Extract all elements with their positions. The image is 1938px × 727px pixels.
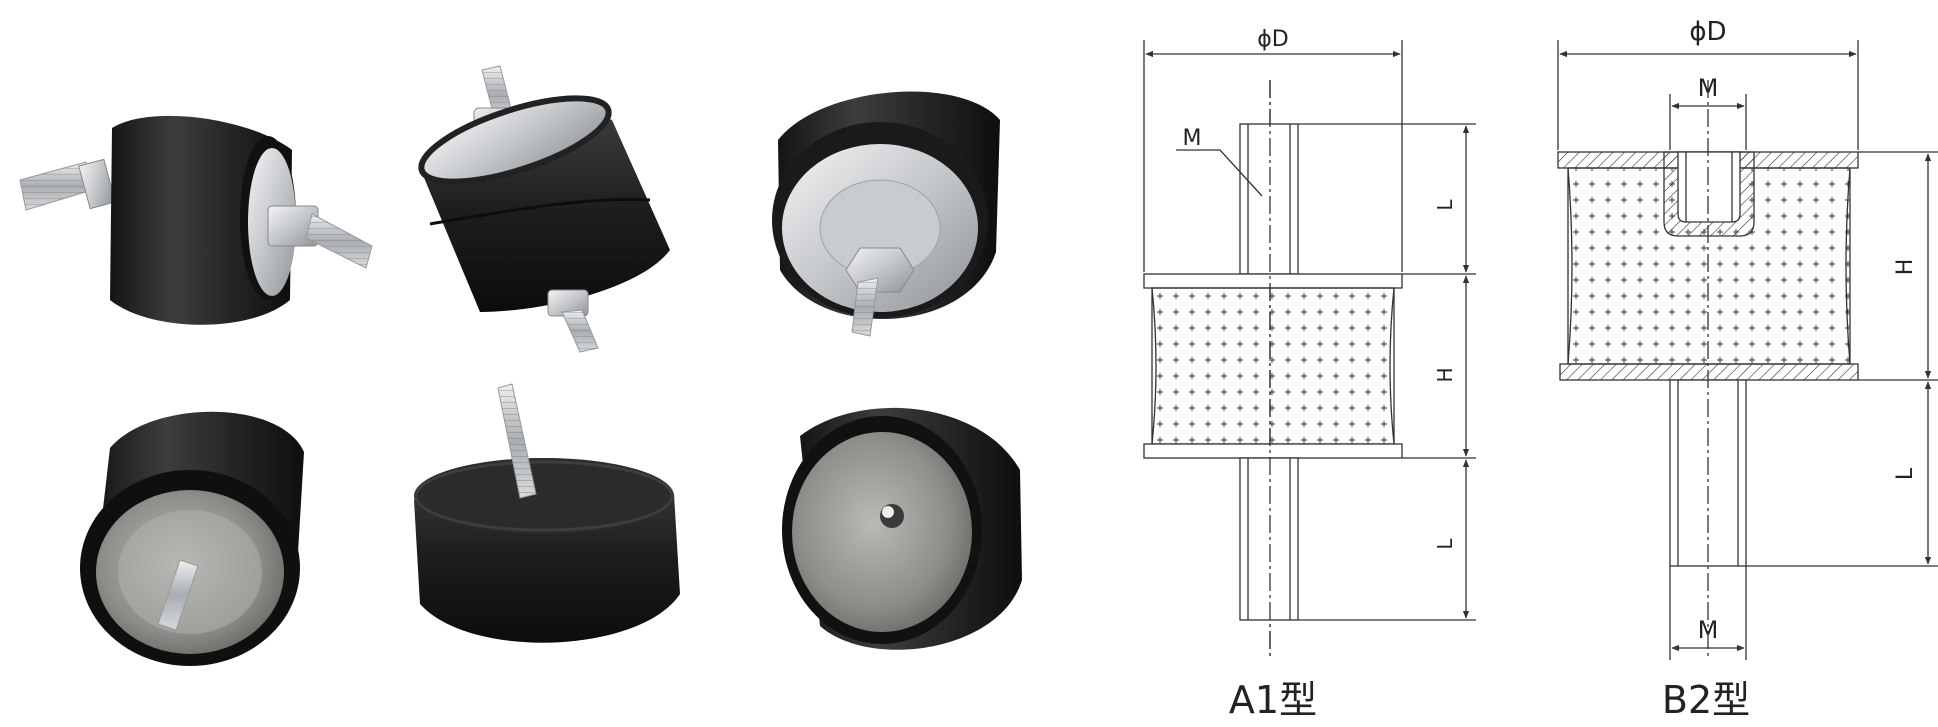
- a1-length-bottom-label: L: [1433, 538, 1457, 550]
- photo-male-stud-mount-top: [414, 383, 680, 643]
- b2-length-label: L: [1893, 467, 1918, 480]
- diagram-a1: [1143, 40, 1476, 660]
- diagram-b2: [1557, 40, 1938, 660]
- b2-thread-bottom-label: M: [1698, 616, 1719, 644]
- photo-double-stud-mount-angled: [418, 65, 670, 353]
- a1-height-label: H: [1433, 367, 1457, 382]
- b2-diameter-label: ϕD: [1689, 17, 1726, 47]
- b2-caption: B2型: [1662, 678, 1750, 722]
- photo-male-stud-mount-bottom: [80, 411, 304, 666]
- a1-length-top-label: L: [1433, 199, 1457, 211]
- a1-diameter-label: ϕD: [1257, 27, 1288, 52]
- b2-thread-top-label: M: [1698, 74, 1719, 102]
- a1-caption: A1型: [1229, 678, 1317, 722]
- photo-single-stud-mount-face: [772, 91, 1000, 337]
- photo-double-stud-mount-side: [19, 115, 373, 325]
- photo-female-thread-mount: [782, 407, 1022, 650]
- b2-height-label: H: [1893, 259, 1918, 276]
- a1-thread-label: M: [1183, 126, 1202, 151]
